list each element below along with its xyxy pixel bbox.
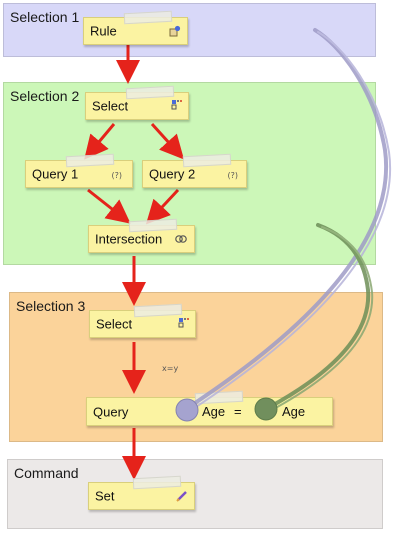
pencil-icon xyxy=(176,490,188,504)
set-node[interactable]: Set xyxy=(88,475,195,510)
select-node[interactable]: Select xyxy=(85,85,189,120)
right-operand-handle xyxy=(254,397,278,421)
rule-node[interactable]: Rule xyxy=(83,10,188,45)
grid-icon xyxy=(171,99,183,113)
node-label: Rule xyxy=(90,23,117,39)
arrow-select-to-query2 xyxy=(150,122,185,160)
panel-title: Command xyxy=(14,465,79,481)
rule-to-age-link xyxy=(184,28,389,411)
intersection-to-age-link xyxy=(264,223,371,411)
panel-command: Command xyxy=(7,459,383,529)
select-node-2[interactable]: Select xyxy=(89,303,196,338)
arrow-query1-to-intersection xyxy=(87,188,131,224)
panel-title: Selection 3 xyxy=(16,298,86,314)
node-label: Set xyxy=(95,488,115,504)
query-node[interactable]: Query Age = Age xyxy=(86,390,333,426)
formula-icon: x=y xyxy=(162,364,179,373)
panel-title: Selection 2 xyxy=(10,88,80,104)
right-operand: Age xyxy=(282,404,306,419)
query-1-node[interactable]: Query 1 (?) xyxy=(25,153,133,188)
arrow-query2-to-intersection xyxy=(145,188,180,225)
node-label: Select xyxy=(96,316,133,332)
node-label: Query 1 xyxy=(32,166,79,182)
intersection-node[interactable]: Intersection xyxy=(88,218,195,253)
node-label: Query xyxy=(93,404,129,419)
arrow-select-to-query1 xyxy=(84,123,116,160)
operator: = xyxy=(234,404,242,419)
node-label: Select xyxy=(92,98,129,114)
left-operand-handle xyxy=(175,398,199,422)
node-label: Intersection xyxy=(95,231,163,247)
node-label: Query 2 xyxy=(149,166,196,182)
query-2-node[interactable]: Query 2 (?) xyxy=(142,153,247,188)
intersection-icon xyxy=(175,234,187,246)
question-icon: (?) xyxy=(111,171,123,180)
grid-icon xyxy=(178,317,190,331)
panel-title: Selection 1 xyxy=(10,9,80,25)
rule-to-age-link-shadow xyxy=(189,31,392,412)
intersection-to-age-link-shadow xyxy=(269,226,374,412)
rule-icon xyxy=(169,25,181,37)
question-icon: (?) xyxy=(227,171,239,180)
left-operand: Age xyxy=(202,404,226,419)
